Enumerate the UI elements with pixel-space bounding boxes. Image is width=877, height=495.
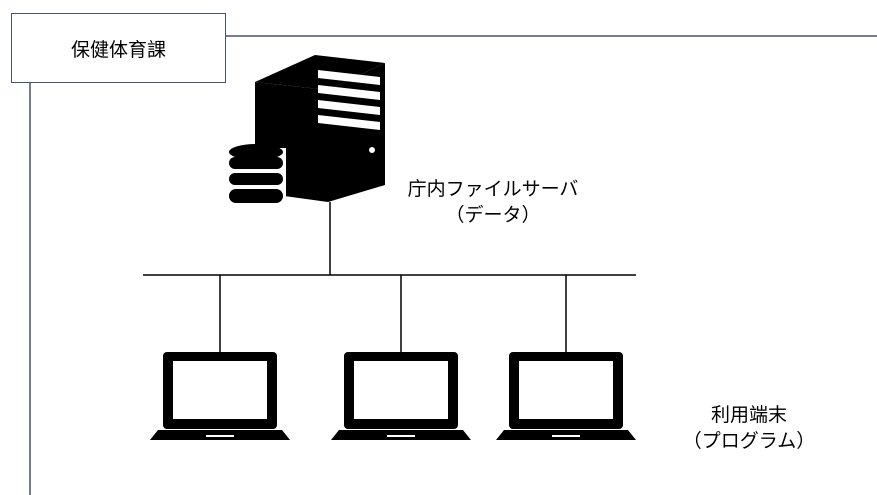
terminal-caption: 利用端末 （プログラム） <box>654 402 844 454</box>
laptop-icon <box>150 352 290 440</box>
database-icon <box>226 144 286 210</box>
terminal-name: 利用端末 <box>710 404 787 426</box>
server-role: （データ） <box>445 204 541 226</box>
server-caption: 庁内ファイルサーバ （データ） <box>398 176 588 228</box>
laptop-icon <box>496 352 636 440</box>
server-name: 庁内ファイルサーバ <box>407 178 579 200</box>
network-lines <box>143 202 636 352</box>
terminal-role: （プログラム） <box>682 430 816 452</box>
laptop-icon <box>331 352 471 440</box>
department-label: 保健体育課 <box>11 13 226 83</box>
department-frame <box>29 35 877 495</box>
department-label-text: 保健体育課 <box>70 38 166 61</box>
